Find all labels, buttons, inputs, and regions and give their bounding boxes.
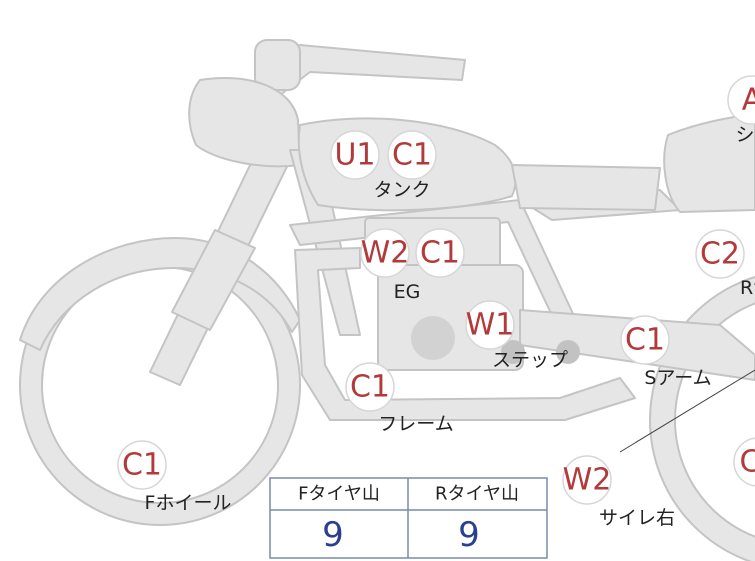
marker-rwheel-c: C <box>733 437 755 487</box>
footpeg-front <box>501 340 525 364</box>
marker-rsus-c2: C2 <box>695 229 745 279</box>
tread-header-rear: Rタイヤ山 <box>435 484 519 505</box>
marker-muffler-w2: W2 <box>562 455 612 505</box>
svg-text:W2: W2 <box>563 463 612 498</box>
label-fwheel: Fホイール <box>145 492 232 514</box>
svg-text:C: C <box>740 445 755 480</box>
footpeg-rear <box>556 340 580 364</box>
svg-text:C2: C2 <box>700 237 740 272</box>
seat <box>663 114 755 213</box>
fork-cover <box>171 229 256 331</box>
svg-text:U1: U1 <box>334 138 375 173</box>
handle-grip <box>254 39 301 91</box>
marker-tank-u1: U1 <box>330 130 380 180</box>
marker-frame-c1: C1 <box>345 362 395 412</box>
tread-header-front: Fタイヤ山 <box>298 484 380 505</box>
exhaust-pipe <box>294 247 636 421</box>
svg-text:C1: C1 <box>625 323 665 358</box>
grade-markers: U1 C1 A W2 C1 C2 W1 C1 <box>117 75 755 505</box>
muffler-leader-line <box>619 369 755 453</box>
marker-step-w1: W1 <box>465 300 515 350</box>
marker-eg-c1: C1 <box>415 228 465 278</box>
side-panel <box>511 164 661 211</box>
marker-seat-a: A <box>727 75 755 125</box>
label-frame: フレーム <box>378 413 453 435</box>
label-step: ステップ <box>492 349 568 371</box>
svg-text:C1: C1 <box>122 448 162 483</box>
svg-text:W2: W2 <box>361 236 410 271</box>
label-tank: タンク <box>373 179 430 201</box>
engine-cover <box>411 316 455 360</box>
tread-value-rear: 9 <box>458 515 480 555</box>
part-labels: タンク シ EG Rサス ステップ Sアーム フレーム Fホイール サイレ右 <box>145 124 755 529</box>
tread-value-front: 9 <box>322 515 344 555</box>
svg-text:A: A <box>742 83 755 118</box>
label-rsus: Rサス <box>740 277 755 299</box>
marker-eg-w2: W2 <box>360 228 410 278</box>
marker-fwheel-c1: C1 <box>117 440 167 490</box>
marker-sarm-c1: C1 <box>620 315 670 365</box>
svg-text:C1: C1 <box>350 370 390 405</box>
marker-tank-c1: C1 <box>387 130 437 180</box>
tire-tread-table: Fタイヤ山 Rタイヤ山 9 9 <box>269 477 548 559</box>
svg-text:C1: C1 <box>392 138 432 173</box>
svg-text:W1: W1 <box>466 308 515 343</box>
label-eg: EG <box>394 281 421 303</box>
label-sarm: Sアーム <box>644 367 711 389</box>
svg-text:C1: C1 <box>420 236 460 271</box>
label-muffler: サイレ右 <box>599 507 675 529</box>
label-seat: シ <box>735 124 754 146</box>
headlight <box>188 76 301 168</box>
